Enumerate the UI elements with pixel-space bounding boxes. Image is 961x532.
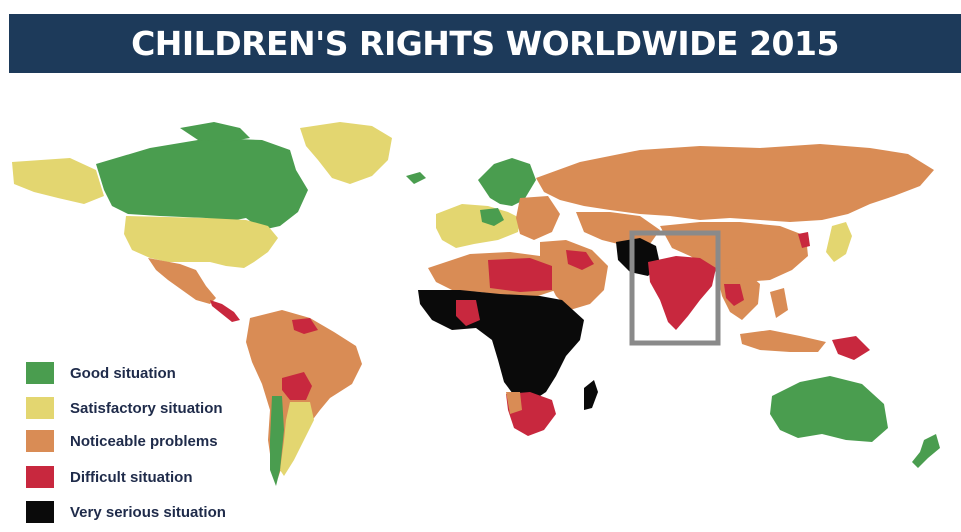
legend-label-difficult: Difficult situation xyxy=(70,468,193,486)
region-japan xyxy=(826,222,852,262)
region-canada-islands xyxy=(180,122,250,142)
region-western-europe xyxy=(436,204,520,248)
region-australia xyxy=(770,376,888,442)
legend-label-satisfactory: Satisfactory situation xyxy=(70,399,223,417)
legend-item-difficult: Difficult situation xyxy=(26,466,193,488)
legend-swatch-noticeable xyxy=(26,430,54,452)
region-eastern-europe xyxy=(516,196,560,240)
region-argentina xyxy=(280,402,314,476)
region-indonesia xyxy=(740,330,826,352)
region-north-korea xyxy=(798,232,810,248)
region-usa xyxy=(124,216,278,268)
region-philippines xyxy=(770,288,788,318)
legend-item-very-serious: Very serious situation xyxy=(26,501,226,523)
region-scandinavia xyxy=(478,158,536,206)
legend-item-noticeable: Noticeable problems xyxy=(26,430,218,452)
region-mexico xyxy=(148,258,216,304)
india-highlight-box xyxy=(629,230,721,346)
legend-label-noticeable: Noticeable problems xyxy=(70,432,218,450)
region-middle-east xyxy=(540,240,608,310)
region-chile xyxy=(270,396,284,486)
region-new-zealand xyxy=(912,434,940,468)
region-germany xyxy=(480,208,504,226)
region-central-america xyxy=(210,300,240,322)
region-venezuela xyxy=(292,318,318,334)
region-canada xyxy=(96,138,308,230)
region-png xyxy=(832,336,870,360)
legend-swatch-good xyxy=(26,362,54,384)
region-central-asia xyxy=(576,212,660,246)
region-russia xyxy=(536,144,934,222)
region-myanmar xyxy=(724,284,744,306)
region-sub-saharan-africa xyxy=(418,290,584,400)
region-madagascar xyxy=(584,380,598,410)
region-namibia xyxy=(506,392,522,414)
region-india xyxy=(648,256,716,330)
region-libya-egypt xyxy=(488,258,552,292)
region-nigeria xyxy=(456,300,480,326)
region-greenland xyxy=(300,122,392,184)
region-china xyxy=(660,222,808,282)
title-bar: CHILDREN'S RIGHTS WORLDWIDE 2015 xyxy=(9,14,961,73)
region-iraq xyxy=(566,250,594,270)
legend-label-good: Good situation xyxy=(70,364,176,382)
region-iceland xyxy=(406,172,426,184)
legend-swatch-very-serious xyxy=(26,501,54,523)
legend-item-good: Good situation xyxy=(26,362,176,384)
legend-item-satisfactory: Satisfactory situation xyxy=(26,397,223,419)
legend-swatch-difficult xyxy=(26,466,54,488)
legend-label-very-serious: Very serious situation xyxy=(70,503,226,521)
legend-swatch-satisfactory xyxy=(26,397,54,419)
map-title: CHILDREN'S RIGHTS WORLDWIDE 2015 xyxy=(131,24,839,63)
region-alaska xyxy=(12,158,104,204)
region-bolivia xyxy=(282,372,312,400)
